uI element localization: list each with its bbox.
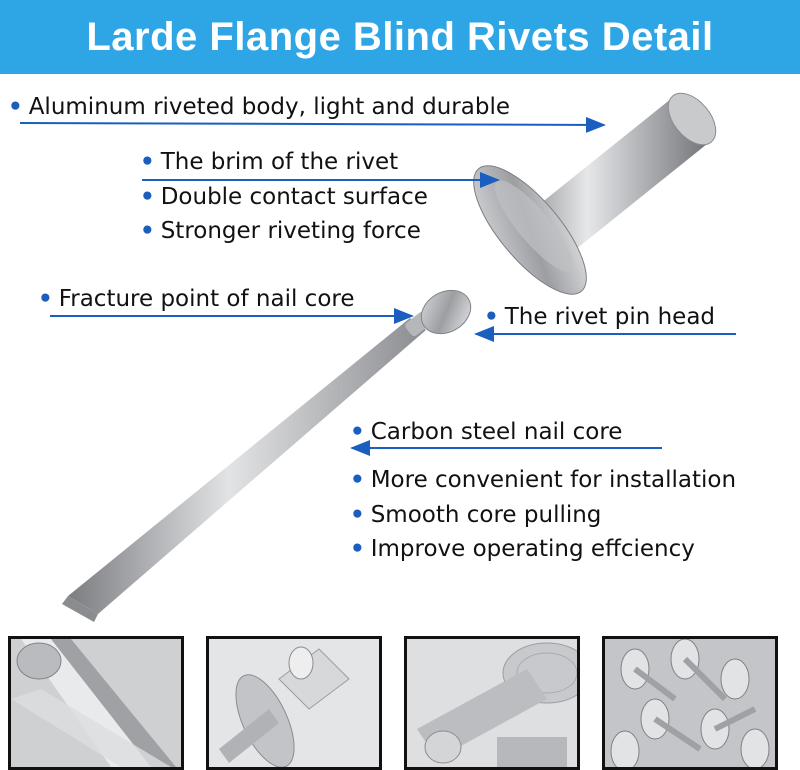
page-title: Larde Flange Blind Rivets Detail xyxy=(86,14,714,59)
label-efficiency: •Improve operating effciency xyxy=(350,536,695,562)
bullet-icon: • xyxy=(350,502,365,528)
bullet-icon: • xyxy=(140,149,155,175)
bullet-icon: • xyxy=(38,286,53,312)
thumbnail-strip xyxy=(0,628,800,770)
bullet-icon: • xyxy=(8,94,23,120)
thumbnail-rivet-closeup-3 xyxy=(404,636,580,770)
label-contact: •Double contact surface xyxy=(140,184,428,210)
label-brim: •The brim of the rivet xyxy=(140,149,399,175)
label-body: •Aluminum riveted body, light and durabl… xyxy=(8,94,510,120)
thumbnail-rivet-closeup-2 xyxy=(206,636,382,770)
thumbnail-rivet-pile xyxy=(602,636,778,770)
bullet-icon: • xyxy=(140,218,155,244)
bullet-icon: • xyxy=(350,536,365,562)
label-pin-head: •The rivet pin head xyxy=(484,304,716,330)
label-fracture: •Fracture point of nail core xyxy=(38,286,355,312)
nail-core xyxy=(62,289,472,622)
rivet-body xyxy=(520,92,717,262)
rivet-flange xyxy=(473,165,587,295)
rivet-illustration xyxy=(19,92,736,622)
label-smooth: •Smooth core pulling xyxy=(350,502,602,528)
arrow-body xyxy=(19,116,606,133)
label-carbon: •Carbon steel nail core xyxy=(350,419,623,445)
label-force: •Stronger riveting force xyxy=(140,218,421,244)
thumbnail-rivet-closeup-1 xyxy=(8,636,184,770)
bullet-icon: • xyxy=(484,304,499,330)
label-convenient: •More convenient for installation xyxy=(350,467,737,493)
title-banner: Larde Flange Blind Rivets Detail xyxy=(0,0,800,74)
bullet-icon: • xyxy=(350,419,365,445)
bullet-icon: • xyxy=(140,184,155,210)
bullet-icon: • xyxy=(350,467,365,493)
